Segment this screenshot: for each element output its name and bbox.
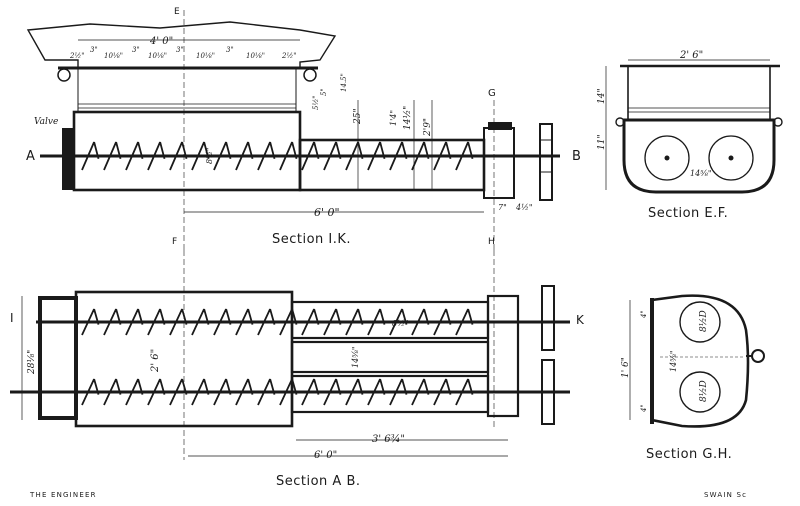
letter-b: B <box>572 149 581 164</box>
ab-extension-top <box>290 300 490 340</box>
dim-bearing-7: 7" <box>498 203 507 212</box>
gh-dim-4-bottom: 4" <box>640 404 648 413</box>
ab-gear-upper <box>541 285 555 351</box>
section-ab-view: I K 28⅛" 2' 6" 14⅝" 8½" 3' 6¾" 6' 0" Sec… <box>10 250 585 489</box>
letter-h: H <box>488 237 495 247</box>
ef-dim-height-11: 11" <box>597 134 607 150</box>
section-gh-view: 1' 6" 14⅝" 8½D 8½D 4" 4" Section G.H. <box>621 294 765 462</box>
ab-dim-height: 28⅛" <box>27 350 37 375</box>
gh-dim-bore-top: 8½D <box>698 310 709 332</box>
drive-pulley <box>539 123 553 201</box>
gh-dim-gap: 14⅝" <box>669 350 678 372</box>
letter-a: A <box>26 149 35 164</box>
end-flange-right <box>483 127 515 199</box>
letter-g: G <box>488 88 496 99</box>
dim-pitch: 10⅛" <box>148 52 167 60</box>
gh-bore-bottom <box>679 371 721 413</box>
ab-dim-gap: 14⅝" <box>351 346 360 368</box>
dim-pitch: 10⅛" <box>246 52 265 60</box>
ef-lug-right <box>773 117 783 127</box>
screw-flights-ab-lower <box>81 378 474 406</box>
dim-gap: 3" <box>132 46 140 54</box>
credit-publisher: THE ENGINEER <box>29 491 97 499</box>
dim-height-25: 25" <box>353 108 363 125</box>
dim-pitch: 10⅛" <box>104 52 123 60</box>
hopper-outline <box>26 21 337 69</box>
ef-shaft-left <box>664 155 670 161</box>
screw-flight-path <box>81 378 474 406</box>
gh-dim-bore-bottom: 8½D <box>698 380 709 402</box>
dim-end-right: 2½" <box>281 52 296 60</box>
ab-end-frame <box>486 294 520 418</box>
ab-gap-box <box>290 340 490 374</box>
valve-label: Valve <box>34 117 58 127</box>
caption-section-gh: Section G.H. <box>646 447 732 462</box>
letter-i: I <box>10 311 14 325</box>
ab-dim-shaft: 8½" <box>392 319 409 328</box>
gh-casing-outline <box>650 294 750 428</box>
dim-height-5: 5" <box>320 88 328 96</box>
ef-shaft-right <box>728 155 734 161</box>
dim-pitch: 10⅛" <box>196 52 215 60</box>
screw-flights-ik <box>81 141 474 171</box>
ef-trough-outline <box>622 118 776 194</box>
caption-section-ef: Section E.F. <box>648 206 728 221</box>
ab-left-bracket-inner <box>48 330 68 386</box>
gh-bore-top <box>679 301 721 343</box>
gh-dim-4-top: 4" <box>640 310 648 319</box>
letter-k: K <box>576 313 585 327</box>
hopper-lug-right <box>303 68 317 82</box>
screw-flight-path <box>81 141 474 171</box>
section-ef-view: 2' 6" 14" 11" 14⅝" Section E.F. <box>597 50 783 221</box>
caption-section-ik: Section I.K. <box>272 232 351 247</box>
dim-end-left: 2½" <box>69 52 84 60</box>
gh-handle-ring <box>751 349 765 363</box>
letter-f: F <box>172 237 177 247</box>
letter-e: E <box>174 7 180 17</box>
dim-height-2-9: 2'9" <box>423 118 433 137</box>
gh-dim-height: 1' 6" <box>621 357 631 378</box>
ab-gear-lower <box>541 359 555 425</box>
dim-height-14-half: 14½" <box>402 106 413 130</box>
dim-gap: 3" <box>90 46 98 54</box>
section-ik-view: E A B G F H Valve 4' 0" 2½" 3" 10⅛" 3" 1… <box>26 7 581 250</box>
ef-dim-width: 2' 6" <box>679 50 703 61</box>
ab-dim-len-3: 3' 6¾" <box>372 434 405 445</box>
dim-top-span: 4' 0" <box>149 36 173 47</box>
ef-screw-left <box>644 135 690 181</box>
ab-extension-bottom <box>290 374 490 414</box>
dim-length-ik: 6' 0" <box>314 206 340 219</box>
screw-flight-path <box>81 308 474 336</box>
screw-flights-ab-upper <box>81 308 474 336</box>
end-flange-left <box>62 128 74 190</box>
ef-lug-left <box>615 117 625 127</box>
ef-dim-height-14: 14" <box>597 88 607 104</box>
dim-gap: 3" <box>176 46 184 54</box>
hopper-lug-left <box>57 68 71 82</box>
dim-height-14-5: 14.5" <box>340 73 348 92</box>
dim-shaft-dia: 8½" <box>205 147 214 164</box>
ef-dim-inner: 14⅝" <box>690 169 712 178</box>
dim-bearing-4-half: 4½" <box>515 203 533 212</box>
ef-screw-right <box>708 135 754 181</box>
ab-left-bracket <box>38 296 78 420</box>
ab-dim-len-6: 6' 0" <box>314 450 337 461</box>
ab-dim-inner: 2' 6" <box>150 349 161 373</box>
dim-gap: 3" <box>226 46 234 54</box>
caption-section-ab: Section A B. <box>276 474 361 489</box>
dim-height-1-4: 1'4" <box>389 110 398 126</box>
credit-engraver: SWAIN Sc <box>704 491 747 499</box>
bearing-block <box>488 122 512 130</box>
dim-height-5-half: 5½" <box>312 96 320 110</box>
